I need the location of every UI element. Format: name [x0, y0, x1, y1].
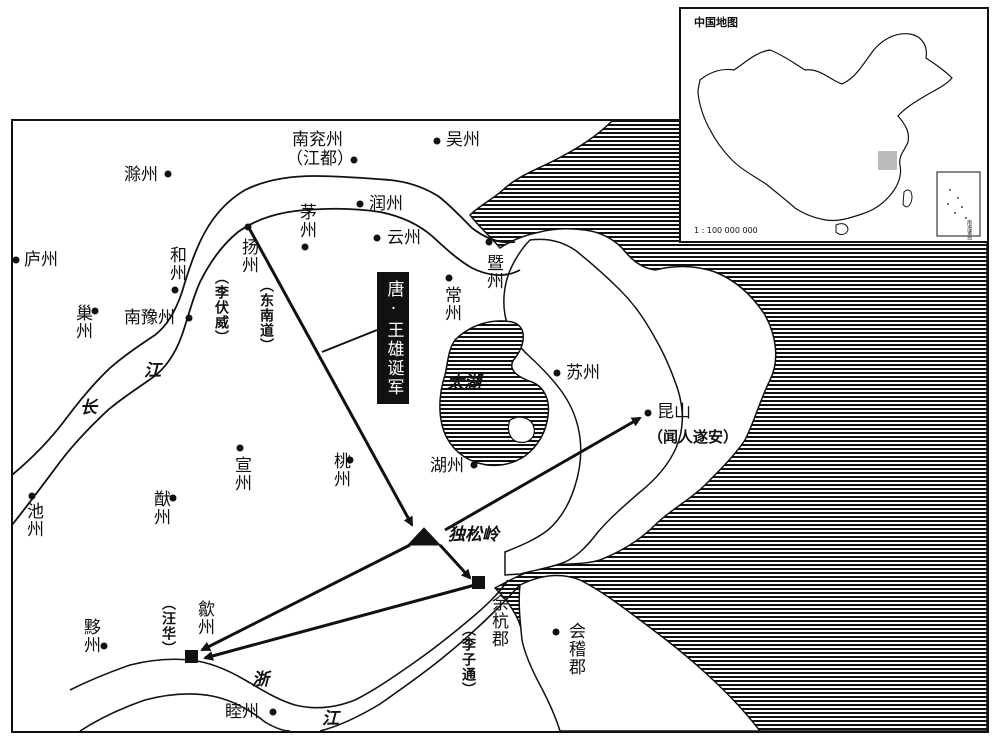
inset-scale: 1 : 100 000 000	[694, 226, 758, 235]
sea	[469, 120, 988, 732]
yangtze-north-bank	[11, 175, 516, 476]
marker-yunzhou	[373, 234, 381, 242]
label-youzhou: 猷州	[150, 490, 170, 526]
label-dusongling: 独松岭	[448, 525, 499, 545]
bay-south-shore	[518, 574, 762, 732]
marker-maozhou	[301, 243, 309, 251]
label-jiang-1: 江	[144, 361, 161, 381]
label-jiang-2: 江	[322, 709, 339, 729]
mountain-pass-icon	[406, 527, 442, 546]
label-huzhou: 湖州	[430, 456, 464, 476]
marker-taozhou	[346, 456, 354, 464]
label-taihu: 太湖	[447, 373, 481, 393]
inset-south-sea-box	[936, 171, 981, 237]
label-shezhou: 歙州	[194, 600, 214, 636]
label-chuzhou: 滁州	[124, 165, 158, 185]
marker-xuanzhou	[236, 444, 244, 452]
route-yuhang-shezhou	[203, 583, 476, 661]
inset-south-sea-islands	[947, 189, 967, 219]
marker-yangzhou	[244, 223, 252, 231]
label-kuaijijun: 会稽郡	[565, 622, 585, 676]
banner-pointer	[321, 329, 378, 353]
label-runzhou: 润州	[369, 194, 403, 214]
marker-wuzhou	[433, 137, 441, 145]
label-zhe: 浙	[252, 670, 269, 690]
marker-hezhou	[171, 286, 179, 294]
marker-huzhou	[470, 461, 478, 469]
marker-kunshan	[644, 409, 652, 417]
inset-south-sea-label: 南海诸岛	[966, 220, 972, 240]
label-yuhangjun: 余杭郡	[488, 594, 508, 648]
marker-chaozhou	[91, 307, 99, 315]
inset-hainan	[835, 223, 849, 235]
label-maozhou: 茅州	[296, 203, 316, 239]
lake-island	[507, 416, 535, 443]
label-jiangdu: （江都）	[286, 149, 354, 169]
marker-yizhou	[100, 642, 108, 650]
marker-yuhangjun	[472, 576, 485, 589]
label-kunshan: 昆山	[657, 402, 691, 422]
label-nanyuzhou: 南豫州	[124, 308, 175, 328]
marker-muzhou	[269, 708, 277, 716]
label-dongnandao: （东南道）	[258, 278, 274, 353]
label-chizhou: 池州	[23, 502, 43, 538]
label-chang: 长	[80, 398, 97, 418]
label-suzhou: 苏州	[566, 363, 600, 383]
marker-chuzhou	[164, 170, 172, 178]
route-dusongling-shezhou	[200, 543, 411, 652]
label-nanyanzhou: 南兖州	[292, 130, 343, 150]
marker-youzhou	[169, 494, 177, 502]
route-dusongling-kunshan	[444, 416, 642, 532]
marker-changzhou	[445, 274, 453, 282]
label-hezhou: 和州	[166, 246, 186, 282]
yangtze-south-bank	[11, 207, 521, 526]
inset-highlight	[878, 151, 897, 170]
inset-taiwan	[902, 189, 913, 208]
inset-china-outline	[697, 33, 953, 222]
label-taozhou: 桃州	[330, 452, 350, 488]
marker-chizhou	[28, 492, 36, 500]
label-li-fuwei: （李伏威）	[213, 270, 229, 345]
marker-nanyuzhou	[185, 314, 193, 322]
marker-kuaijijun	[552, 628, 560, 636]
label-wuzhou: 吴州	[446, 130, 480, 150]
label-chaozhou: 巢州	[72, 304, 92, 340]
zhe-river-south-bank	[79, 584, 521, 732]
label-changzhou: 常州	[441, 286, 461, 322]
marker-nanyanzhou	[350, 156, 358, 164]
label-xuanzhou: 宣州	[231, 456, 251, 492]
route-dusongling-yuhang	[438, 543, 472, 580]
zhe-river-north-bank	[69, 579, 509, 709]
label-yangzhou: 扬州	[238, 238, 258, 274]
marker-suzhou	[553, 369, 561, 377]
army-banner: 唐·王雄诞军	[377, 272, 409, 404]
marker-luzhou	[12, 256, 20, 264]
marker-pizhou	[485, 238, 493, 246]
label-muzhou: 睦州	[225, 702, 259, 722]
label-yizhou: 黟州	[80, 618, 100, 654]
label-li-zitong: （李子通）	[460, 622, 476, 697]
marker-runzhou	[356, 200, 364, 208]
label-yunzhou: 云州	[387, 228, 421, 248]
marker-shezhou	[185, 650, 198, 663]
city-markers	[12, 137, 652, 716]
coastline-detail	[503, 238, 683, 576]
label-pizhou: 暨州	[483, 254, 503, 290]
label-luzhou: 庐州	[24, 250, 58, 270]
route-yangzhou-dusongling	[247, 227, 414, 527]
inset-title: 中国地图	[694, 16, 738, 29]
label-wen-suian: （闻人遂安）	[648, 428, 739, 446]
label-wang-hua: （汪华）	[160, 596, 176, 656]
